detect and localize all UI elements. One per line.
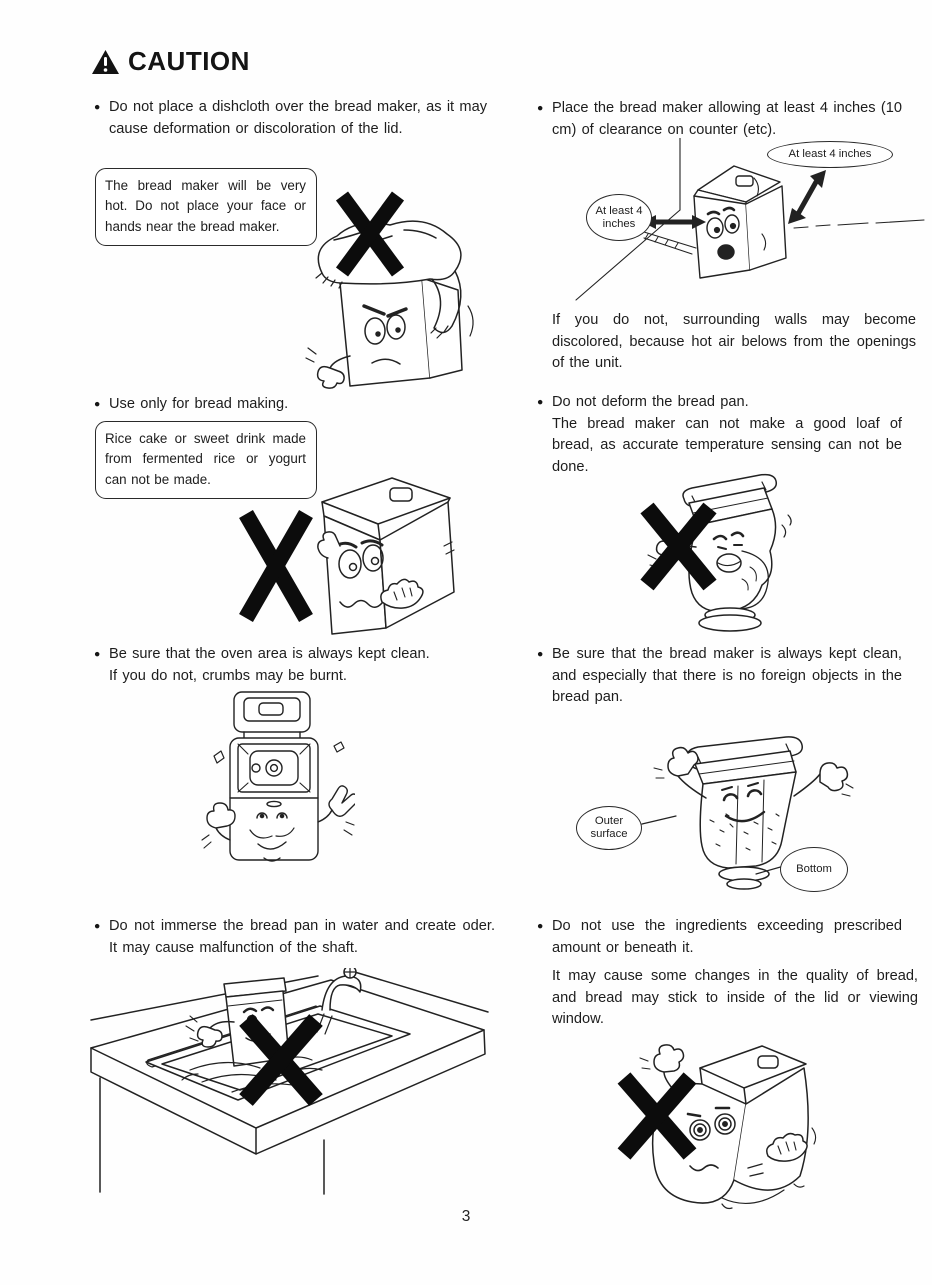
illustration-sink: [86, 968, 490, 1196]
caution-item-deform-pan: Do not deform the bread pan. The bread m…: [537, 392, 902, 478]
caution-text: Place the bread maker allowing at least …: [537, 98, 902, 141]
bread-pan-in-sink-drawing: [90, 968, 489, 1195]
deformed-bread-pan-drawing: [640, 473, 792, 632]
page-title: CAUTION: [92, 46, 250, 77]
illustration-oven-area: [200, 690, 355, 883]
caution-item-clearance: Place the bread maker allowing at least …: [537, 98, 902, 141]
caution-item-keep-clean: Be sure that the bread maker is always k…: [537, 644, 902, 709]
page-title-text: CAUTION: [128, 46, 250, 76]
caution-item-immerse: Do not immerse the bread pan in water an…: [94, 916, 495, 959]
dizzy-bread-maker-drawing: [617, 1044, 817, 1210]
caution-item-oven-area: Be sure that the oven area is always kep…: [94, 644, 495, 687]
caution-item-dishcloth: Do not place a dishcloth over the bread …: [94, 97, 487, 140]
label-bottom: Bottom: [780, 847, 848, 892]
caution-item-ingredients: Do not use the ingredients exceeding pre…: [537, 916, 902, 959]
illustration-dizzy-machine: [572, 1028, 887, 1216]
illustration-bread-only: [232, 450, 484, 642]
caution-text-body: The bread maker can not make a good loaf…: [552, 415, 902, 475]
illustration-deformed-pan: [592, 463, 884, 643]
clearance-label-right: At least 4 inches: [767, 141, 893, 168]
clearance-label-left: At least 4 inches: [586, 194, 652, 241]
label-outer-surface: Outer surface: [576, 806, 642, 850]
warning-triangle-icon: [92, 49, 119, 74]
x-mark: [239, 510, 313, 622]
caution-text-line2: If you do not, crumbs may be burnt.: [109, 667, 347, 684]
illustration-pan-labels: Outer surface Bottom: [548, 720, 920, 915]
illustration-clearance: At least 4 inches At least 4 inches: [548, 138, 930, 310]
bread-pan-waving-drawing: [641, 736, 854, 890]
bread-maker-dishcloth-drawing: [305, 191, 474, 389]
x-mark: [617, 1072, 697, 1160]
scared-bread-maker-drawing: [239, 477, 455, 635]
clearance-drawing: [575, 138, 925, 301]
note-box-hot-surface: The bread maker will be very hot. Do not…: [95, 168, 317, 247]
page-number: 3: [461, 1208, 471, 1225]
illustration-dishcloth: [272, 178, 484, 392]
caution-text: Do not immerse the bread pan in water an…: [94, 916, 495, 959]
caution-item-bread-only: Use only for bread making.: [94, 394, 487, 416]
caution-text: Do not place a dishcloth over the bread …: [94, 97, 487, 140]
caution-text: Use only for bread making.: [94, 394, 487, 416]
x-mark: [640, 502, 717, 591]
caution-text: Do not deform the bread pan.: [537, 392, 902, 414]
x-mark: [335, 191, 405, 277]
caution-text: Be sure that the bread maker is always k…: [537, 644, 902, 709]
open-lid-bread-maker-drawing: [201, 691, 355, 862]
caution-paragraph-walls: If you do not, surrounding walls may bec…: [552, 312, 916, 371]
caution-text: Be sure that the oven area is always kep…: [94, 644, 495, 666]
caution-paragraph-quality: It may cause some changes in the quality…: [552, 968, 918, 1027]
x-mark: [239, 1014, 323, 1106]
caution-text: Do not use the ingredients exceeding pre…: [537, 916, 902, 959]
note-box-rice-cake: Rice cake or sweet drink made from ferme…: [95, 421, 317, 500]
